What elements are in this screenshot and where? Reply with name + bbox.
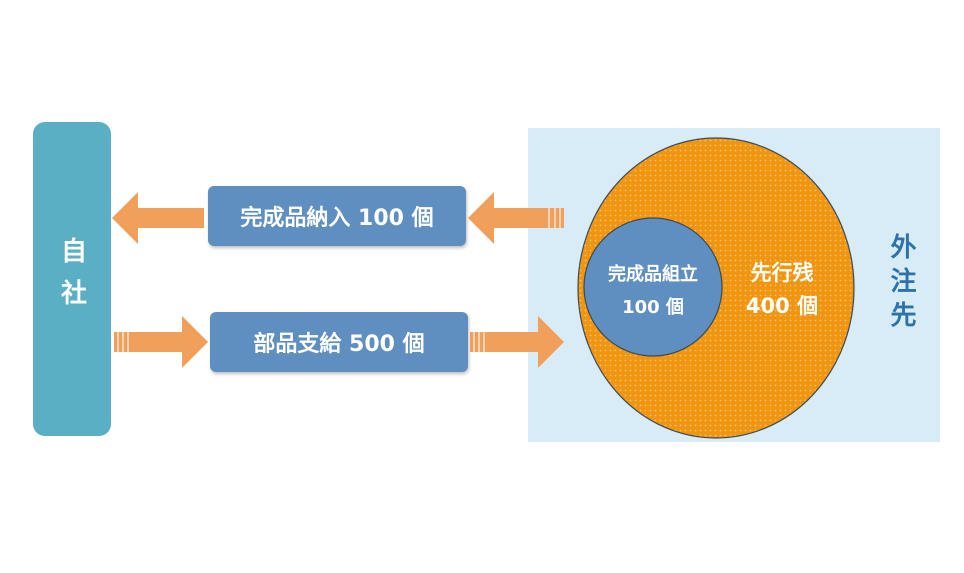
delivery-label: 完成品納入 100 個 — [240, 206, 434, 231]
remaining-label-2: 400 個 — [746, 294, 818, 318]
remaining-label-1: 先行残 — [751, 261, 814, 285]
delivery-box: 完成品納入 100 個 — [208, 186, 466, 246]
supply-box: 部品支給 500 個 — [210, 312, 468, 372]
partner-label: 外注先 — [886, 233, 916, 335]
supply-label: 部品支給 500 個 — [253, 332, 425, 357]
partner-circles: 完成品組立 100 個 先行残 400 個 — [577, 137, 855, 439]
delivery-arrow-right — [468, 192, 564, 244]
supply-arrow-left — [114, 316, 208, 368]
supply-arrow-right — [470, 316, 564, 368]
assembled-label-2: 100 個 — [622, 297, 684, 318]
assembled-label-1: 完成品組立 — [608, 263, 698, 285]
delivery-arrow-left — [112, 192, 204, 244]
company-label: 自社 — [56, 237, 87, 321]
company-block: 自社 — [33, 122, 111, 436]
assembled-circle — [583, 217, 723, 357]
